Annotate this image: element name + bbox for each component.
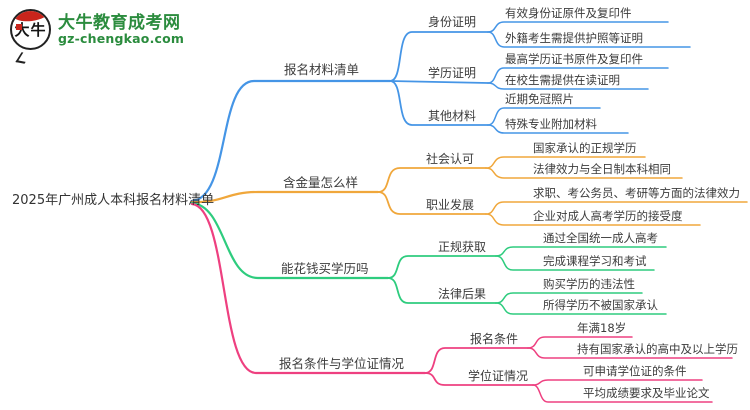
branch-label-conditions: 报名条件与学位证情况: [279, 356, 405, 371]
leaf-social-legal: 法律效力与全日制本科相同: [533, 162, 671, 176]
branch-label-value: 含金量怎么样: [283, 175, 359, 190]
logo-text-block: 大牛教育成考网 gz-chengkao.com: [58, 14, 184, 46]
root-topic: 2025年广州成人本科报名材料清单: [12, 193, 215, 208]
edge-leaf-deg-grades: [532, 384, 713, 403]
leaf-cons-illegal: 购买学历的违法性: [543, 277, 635, 291]
daniu-logo-icon: 大牛: [10, 9, 51, 50]
leaf-edu-student: 在校生需提供在读证明: [505, 73, 620, 87]
edge-leaf-req-diploma: [527, 347, 733, 359]
leaf-cons-unrecognized: 所得学历不被国家承认: [543, 298, 658, 312]
subbranch-identity: 身份证明: [428, 15, 477, 29]
leaf-edu-certificate: 最高学历证书原件及复印件: [505, 52, 643, 66]
leaf-social-national: 国家承认的正规学历: [533, 141, 637, 155]
leaf-req-age: 年满18岁: [577, 321, 627, 335]
edge-cond-requirements: [424, 347, 529, 374]
edge-cond-degree: [424, 372, 534, 386]
branch-label-materials: 报名材料清单: [284, 62, 360, 77]
edge-root-buy: [190, 201, 390, 280]
edge-buy-consequence: [387, 277, 497, 304]
edge-root-conditions: [190, 202, 427, 375]
edge-value-career: [377, 191, 487, 215]
edge-leaf-deg-apply: [532, 379, 703, 386]
edge-materials-identity: [389, 31, 489, 82]
edge-leaf-cons-unrecognized: [495, 302, 667, 315]
leaf-deg-grades: 平均成绩要求及毕业论文: [583, 386, 710, 400]
edge-leaf-career-acceptance: [485, 213, 701, 226]
leaf-legit-exam: 通过全国统一成人高考: [543, 231, 658, 245]
edge-value-social: [377, 167, 487, 193]
edge-leaf-legit-course: [495, 255, 655, 271]
leaf-legit-course: 完成课程学习和考试: [543, 254, 647, 268]
leaf-career-jobs: 求职、考公务员、考研等方面的法律效力: [533, 186, 740, 200]
branch-buy-edges: [190, 201, 667, 315]
leaf-other-photo: 近期免冠照片: [505, 92, 574, 106]
edge-materials-other: [389, 80, 489, 126]
subbranch-career: 职业发展: [426, 198, 475, 212]
edge-leaf-edu-certificate: [487, 67, 669, 84]
logo-title: 大牛教育成考网: [58, 12, 181, 33]
subbranch-consequence: 法律后果: [438, 287, 487, 301]
logo-red-seal-icon: [16, 24, 22, 30]
subbranch-requirements: 报名条件: [470, 332, 519, 346]
leaf-id-foreign: 外籍考生需提供护照等证明: [505, 31, 643, 45]
leaf-req-diploma: 持有国家承认的高中及以上学历: [577, 342, 738, 356]
site-logo[interactable]: 大牛 大牛教育成考网 gz-chengkao.com: [10, 9, 184, 64]
leaf-id-original: 有效身份证原件及复印件: [505, 6, 632, 20]
edge-leaf-edu-student: [487, 82, 649, 90]
branch-value-edges: [190, 156, 748, 226]
edge-leaf-id-foreign: [487, 31, 691, 48]
edge-leaf-social-legal: [485, 167, 683, 179]
edge-root-value: [190, 190, 380, 204]
leaf-career-acceptance: 企业对成人高考学历的接受度: [533, 209, 683, 223]
logo-domain: gz-chengkao.com: [58, 30, 185, 46]
edge-leaf-other-photo: [487, 107, 601, 126]
branch-materials-edges: [190, 21, 691, 203]
edge-materials-education: [389, 80, 489, 84]
leaf-other-special: 特殊专业附加材料: [505, 117, 597, 131]
edge-leaf-career-jobs: [485, 201, 748, 215]
branch-label-buy: 能花钱买学历吗: [281, 261, 369, 276]
edge-buy-legit: [387, 255, 497, 279]
branch-conditions-edges: [190, 202, 733, 403]
edge-leaf-other-special: [487, 124, 629, 134]
subbranch-social: 社会认可: [426, 152, 475, 166]
edge-root-materials: [190, 79, 392, 203]
subbranch-legit: 正规获取: [438, 240, 487, 254]
logo-icon-text: 大牛: [14, 21, 47, 39]
subbranch-education: 学历证明: [428, 66, 477, 80]
leaf-deg-apply: 可申请学位证的条件: [583, 364, 687, 378]
subbranch-degree: 学位证情况: [468, 369, 529, 383]
subbranch-other: 其他材料: [428, 109, 477, 123]
